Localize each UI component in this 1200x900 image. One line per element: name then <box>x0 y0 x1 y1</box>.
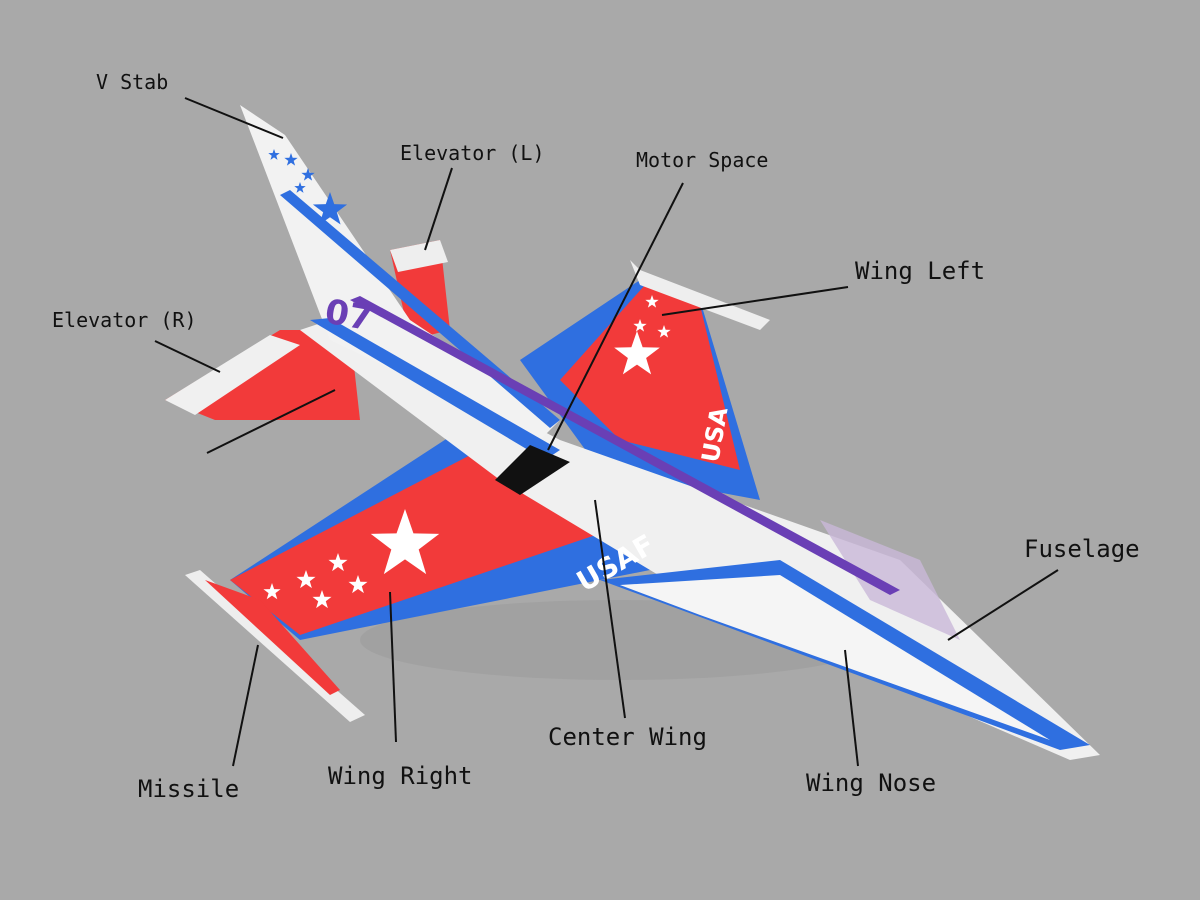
leader-elevator-l <box>424 167 453 251</box>
motor-space <box>495 445 570 495</box>
label-wing-nose: Wing Nose <box>806 769 937 797</box>
canopy <box>820 520 960 640</box>
tail-number: 07 <box>322 292 376 340</box>
leader-missile <box>232 644 259 767</box>
leader-unlabeled <box>206 389 336 454</box>
leader-center-wing <box>594 499 626 719</box>
label-wing-left: Wing Left <box>855 257 986 285</box>
label-elevator-l: Elevator (L) <box>400 141 545 165</box>
leader-fuselage <box>947 569 1059 641</box>
label-center-wing: Center Wing <box>548 723 707 751</box>
wing-left-tip <box>630 260 770 330</box>
leader-wing-left <box>661 286 849 316</box>
label-wing-right: Wing Right <box>328 762 473 790</box>
label-elevator-r: Elevator (R) <box>52 308 197 332</box>
leader-lines <box>154 97 1059 767</box>
leader-wing-nose <box>844 649 859 767</box>
leader-v-stab <box>184 97 284 139</box>
leader-elevator-r <box>154 340 221 373</box>
label-fuselage: Fuselage <box>1024 535 1140 563</box>
v-stab <box>240 105 560 440</box>
label-missile: Missile <box>138 775 240 803</box>
label-motor-space: Motor Space <box>636 148 769 172</box>
leader-motor-space <box>547 182 684 451</box>
leader-wing-right <box>389 591 397 743</box>
label-v-stab: V Stab <box>96 70 169 94</box>
